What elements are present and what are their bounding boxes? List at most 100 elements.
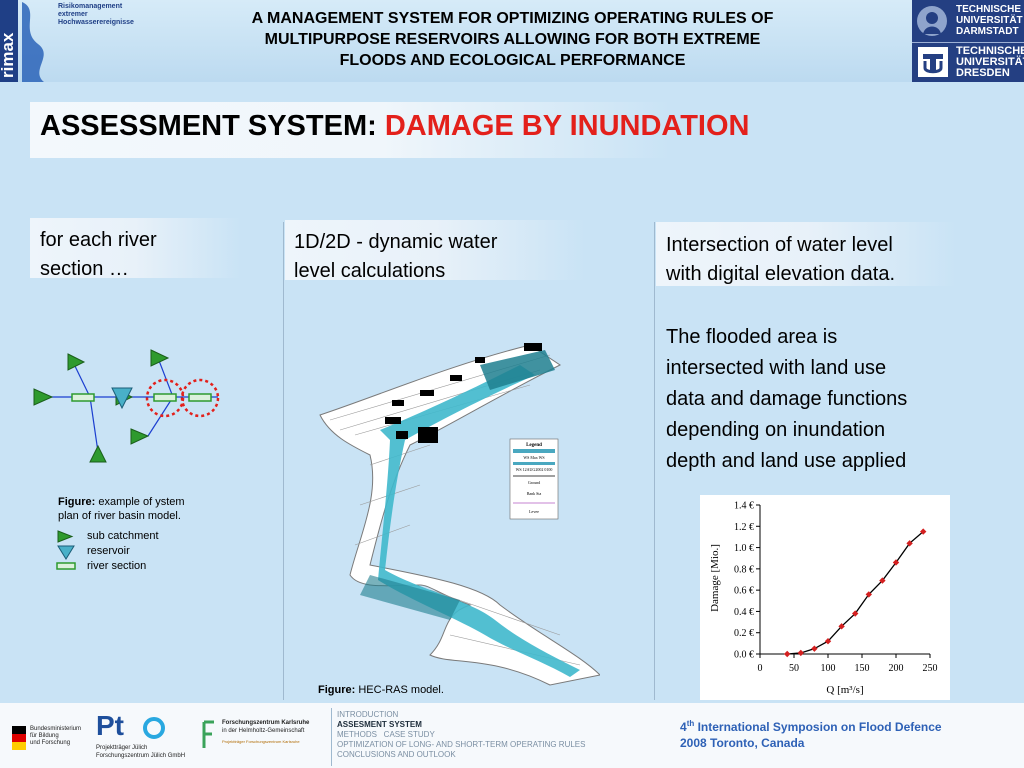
tu-dresden-logo: TECHNISCHE UNIVERSITÄT DRESDEN bbox=[912, 43, 1024, 82]
title-line-3: FLOODS AND ECOLOGICAL PERFORMANCE bbox=[339, 52, 686, 69]
chart-y-tick-label: 0.8 € bbox=[734, 564, 754, 575]
header-bar bbox=[0, 0, 1024, 82]
damage-function-chart: 0.0 €0.2 €0.4 €0.6 €0.8 €1.0 €1.2 €1.4 €… bbox=[700, 495, 950, 700]
hec-ras-model-image: Legend WS Max WS WS 12AUG2002 0100 Groun… bbox=[319, 343, 600, 686]
col2-heading-band bbox=[285, 220, 585, 280]
chart-data-point bbox=[784, 650, 791, 658]
legend-symbols bbox=[56, 530, 76, 570]
footer-bar bbox=[0, 703, 1024, 768]
footer-navigation: INTRODUCTION ASSESMENT SYSTEM METHODS CA… bbox=[337, 710, 585, 760]
river-section-icon bbox=[71, 393, 95, 402]
col2-caption-text: HEC-RAS model. bbox=[358, 684, 444, 696]
river-section-icon bbox=[153, 393, 177, 402]
chart-background bbox=[700, 495, 950, 700]
section-title-highlight: DAMAGE BY INUNDATION bbox=[384, 110, 750, 142]
col2-figure-label: Figure: bbox=[318, 684, 356, 696]
legend-reservoir-icon bbox=[57, 545, 75, 560]
chart-y-tick-label: 0.4 € bbox=[734, 607, 754, 618]
sub-catchment-icon bbox=[130, 428, 150, 445]
sub-catchment-icon bbox=[89, 444, 107, 463]
title-line-2: MULTIPURPOSE RESERVOIRS ALLOWING FOR BOT… bbox=[264, 31, 761, 48]
col2-heading-line-1: 1D/2D - dynamic water bbox=[294, 231, 498, 253]
footer-nav-item[interactable]: INTRODUCTION bbox=[337, 710, 399, 719]
col3-para2-line-3: data and damage functions bbox=[666, 388, 908, 410]
chart-y-tick-label: 0.0 € bbox=[734, 650, 754, 661]
river-section-icon bbox=[188, 393, 212, 402]
presentation-title: A MANAGEMENT SYSTEM FOR OPTIMIZING OPERA… bbox=[130, 8, 895, 71]
col2-figure-caption: Figure: HEC-RAS model. bbox=[318, 684, 444, 696]
section-title-band bbox=[30, 102, 670, 158]
title-line-1: A MANAGEMENT SYSTEM FOR OPTIMIZING OPERA… bbox=[251, 10, 774, 27]
ptj-line-1: Projektträger Jülich bbox=[96, 745, 148, 751]
col1-figure-label: Figure: bbox=[58, 496, 96, 508]
ptj-ring-icon bbox=[143, 717, 165, 739]
tud-line-1: TECHNISCHE bbox=[956, 4, 1022, 15]
rimax-line-3: Hochwasserereignisse bbox=[58, 19, 134, 26]
rimax-word: rimax bbox=[0, 32, 17, 78]
col3-para1: Intersection of water level with digital… bbox=[666, 231, 1006, 289]
tu-dresden-emblem-icon bbox=[918, 47, 948, 77]
legend-sub-catchment: sub catchment bbox=[87, 530, 159, 542]
chart-x-tick-label: 250 bbox=[923, 663, 938, 674]
bmbf-line-2: für Bildung bbox=[30, 733, 59, 739]
col3-para2-line-4: depending on inundation bbox=[666, 419, 886, 441]
highlight-circle bbox=[180, 378, 220, 418]
col2-heading: 1D/2D - dynamic water level calculations bbox=[294, 228, 497, 286]
river-basin-system-plan bbox=[33, 349, 220, 463]
tudr-line-3: DRESDEN bbox=[956, 67, 1010, 79]
bmbf-line-3: und Forschung bbox=[30, 740, 71, 746]
col1-heading-line-2: section … bbox=[40, 258, 129, 280]
column-divider bbox=[283, 222, 284, 700]
footer-nav-item[interactable]: CONCLUSIONS AND OUTLOOK bbox=[337, 750, 456, 759]
chart-y-tick-label: 1.0 € bbox=[734, 543, 754, 554]
inset-legend-item-1: WS Max WS bbox=[523, 455, 544, 460]
athena-seal-icon bbox=[917, 6, 947, 36]
footer-nav-item[interactable]: METHODS CASE STUDY bbox=[337, 730, 435, 739]
chart-x-tick-label: 0 bbox=[758, 663, 763, 674]
legend-river-section-icon bbox=[56, 562, 76, 570]
chart-x-tick-label: 200 bbox=[889, 663, 904, 674]
col1-caption-line-1: example of ystem bbox=[98, 496, 185, 508]
rimax-line-1: Risikomanagement bbox=[58, 3, 123, 10]
fzk-line-1: Forschungszentrum Karlsruhe bbox=[222, 720, 310, 726]
ptj-logo: Pt Projektträger Jülich Forschungszentru… bbox=[96, 710, 196, 764]
reservoir-icon bbox=[111, 387, 133, 410]
chart-data-point bbox=[852, 610, 859, 617]
chart-x-tick-label: 50 bbox=[789, 663, 799, 674]
bmbf-logo: Bundesministerium für Bildung und Forsch… bbox=[8, 712, 88, 764]
rimax-line-2: extremer bbox=[58, 11, 88, 18]
col1-legend: sub catchment reservoir river section bbox=[87, 529, 159, 574]
conf-ordinal: 4 bbox=[680, 720, 687, 734]
ptj-line-2: Forschungszentrum Jülich GmbH bbox=[96, 753, 186, 759]
col1-heading-line-1: for each river bbox=[40, 229, 157, 251]
federal-eagle-icon bbox=[12, 726, 26, 750]
section-title-prefix: ASSESSMENT SYSTEM: bbox=[40, 110, 385, 142]
chart-y-axis-label: Damage [Mio.] bbox=[709, 544, 721, 612]
col3-para1-line-2: with digital elevation data. bbox=[666, 263, 896, 285]
col3-heading-band bbox=[656, 222, 956, 286]
ptj-logo-word: Pt bbox=[96, 710, 124, 741]
col1-heading: for each river section … bbox=[40, 226, 157, 284]
col1-caption-line-2: plan of river basin model. bbox=[58, 510, 181, 522]
fzk-small: Projektträger Forschungszentrum Karlsruh… bbox=[222, 739, 300, 744]
fzk-emblem-icon bbox=[202, 720, 214, 748]
footer-nav-item[interactable]: OPTIMIZATION OF LONG- AND SHORT-TERM OPE… bbox=[337, 740, 586, 749]
chart-data-point bbox=[892, 559, 900, 566]
tudr-line-2: UNIVERSITÄT bbox=[956, 56, 1024, 68]
inset-legend-item-4: Bank Sta bbox=[527, 491, 542, 496]
col1-heading-band bbox=[30, 218, 240, 278]
chart-y-tick-label: 0.6 € bbox=[734, 586, 754, 597]
inset-legend-item-3: Ground bbox=[528, 480, 540, 485]
legend-river-section: river section bbox=[87, 560, 147, 572]
sub-catchment-icon bbox=[67, 353, 86, 371]
tud-line-2: UNIVERSITÄT bbox=[956, 15, 1023, 26]
col1-figure-caption: Figure: example of ystem plan of river b… bbox=[58, 495, 185, 523]
rimax-logo-graphic: rimax bbox=[0, 0, 44, 82]
rimax-logo: rimax Risikomanagement extremer Hochwass… bbox=[0, 0, 134, 82]
col3-para2: The flooded area is intersected with lan… bbox=[666, 322, 1006, 477]
footer-nav-item-current[interactable]: ASSESMENT SYSTEM bbox=[337, 720, 422, 729]
col3-para2-line-5: depth and land use applied bbox=[666, 450, 907, 472]
conf-suffix: th bbox=[686, 719, 695, 728]
legend-reservoir: reservoir bbox=[87, 545, 130, 557]
hec-ras-inset-legend: Legend WS Max WS WS 12AUG2002 0100 Groun… bbox=[509, 438, 559, 520]
